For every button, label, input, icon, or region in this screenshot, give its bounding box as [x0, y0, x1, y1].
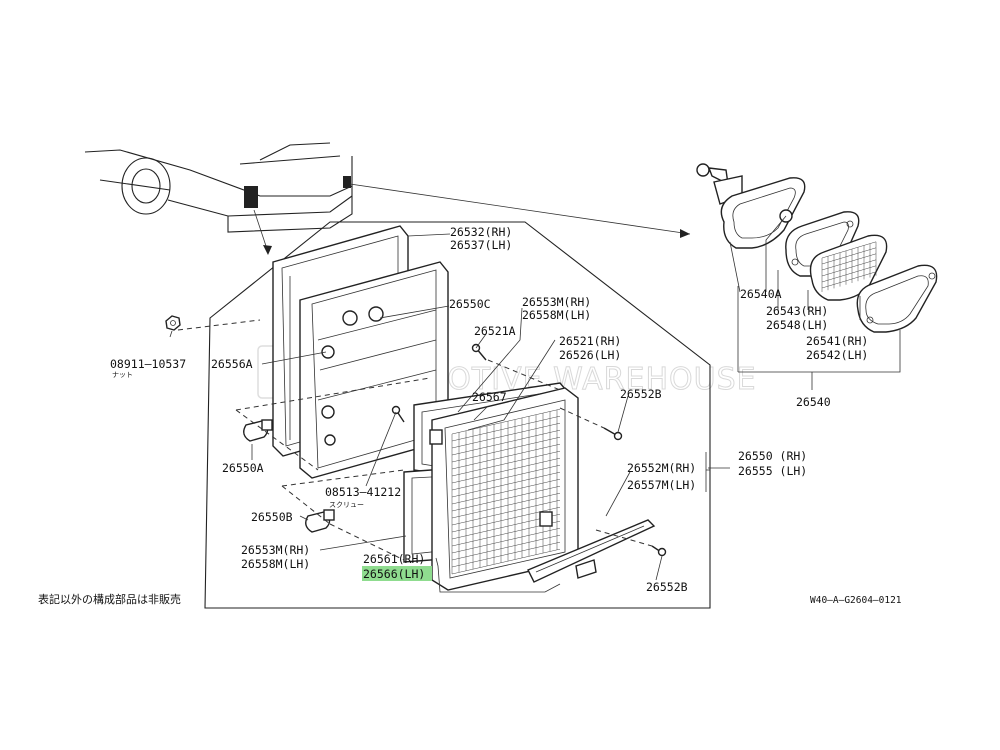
- label-26561: 26561(RH): [363, 552, 425, 566]
- label-26521: 26521(RH): [559, 334, 621, 348]
- label-26552b-top: 26552B: [620, 387, 662, 401]
- label-26555: 26555 (LH): [738, 464, 807, 478]
- nut-08911: [165, 315, 181, 331]
- label-26550a: 26550A: [222, 461, 264, 475]
- label-08513: 08513—41212: [325, 485, 401, 499]
- diagram-code: W40—A—G2604—0121: [810, 595, 902, 606]
- label-26558m-top: 26558M(LH): [522, 308, 591, 322]
- label-26552b-bottom: 26552B: [646, 580, 688, 594]
- label-26542: 26542(LH): [806, 348, 868, 362]
- label-26567: 26567: [472, 390, 507, 404]
- label-26548: 26548(LH): [766, 318, 828, 332]
- label-26521a: 26521A: [474, 324, 516, 338]
- label-26556a: 26556A: [211, 357, 253, 371]
- screw-08513: [391, 405, 405, 423]
- reflector-26552m: [527, 519, 656, 583]
- label-26550c: 26550C: [449, 297, 491, 311]
- label-26526: 26526(LH): [559, 348, 621, 362]
- label-26550: 26550 (RH): [738, 449, 807, 463]
- label-08911: 08911—10537: [110, 357, 186, 371]
- assembly-boundary: [204, 221, 711, 609]
- bulb-26550a: [243, 419, 273, 442]
- label-26543: 26543(RH): [766, 304, 828, 318]
- label-26553m-bottom: 26553M(RH): [241, 543, 310, 557]
- rear-side-lamp: [696, 163, 938, 333]
- label-26532: 26532(RH): [450, 225, 512, 239]
- label-08513-sub: スクリュー: [329, 501, 364, 509]
- screw-26552b-bottom: [651, 545, 667, 557]
- label-26566: 26566(LH): [363, 567, 425, 581]
- label-26558m-bottom: 26558M(LH): [241, 557, 310, 571]
- label-26550b: 26550B: [251, 510, 293, 524]
- screw-26521a: [471, 343, 487, 361]
- label-26552m: 26552M(RH): [627, 461, 696, 475]
- assembly-guides: [177, 319, 653, 561]
- callout-labels: 26532(RH) 26537(LH) 26550C 26553M(RH) 26…: [110, 225, 868, 594]
- lamp-housing: [272, 225, 449, 479]
- leader-lines: [169, 215, 901, 593]
- label-26540: 26540: [796, 395, 831, 409]
- screw-26552b-top: [603, 427, 623, 441]
- label-26557m: 26557M(LH): [627, 478, 696, 492]
- highlight-26566: [362, 566, 432, 581]
- label-08911-sub: ナット: [112, 371, 133, 379]
- label-26553m-top: 26553M(RH): [522, 295, 591, 309]
- bulb-26550b: [305, 509, 335, 533]
- label-26540a: 26540A: [740, 287, 782, 301]
- footer-note: 表記以外の構成部品は非販売: [38, 592, 181, 606]
- label-26537: 26537(LH): [450, 238, 512, 252]
- vehicle-rear-sketch: [84, 142, 691, 255]
- label-26541: 26541(RH): [806, 334, 868, 348]
